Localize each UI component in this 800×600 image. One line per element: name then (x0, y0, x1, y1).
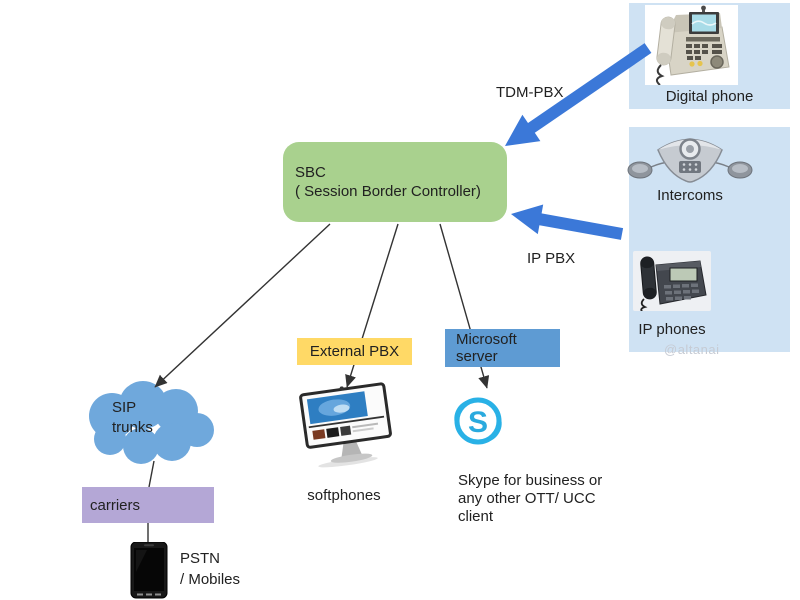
watermark: @altanai (664, 342, 720, 357)
carriers-node: carriers (82, 487, 214, 523)
external-pbx-label: External PBX (309, 343, 400, 360)
pstn-line2: / Mobiles (180, 571, 241, 588)
sip-trunks-line2: trunks (112, 419, 153, 436)
skype-caption-line2: any other OTT/ UCC (458, 490, 596, 507)
ip-pbx-arrow (511, 204, 624, 240)
carriers-label: carriers (90, 496, 141, 514)
pstn-line1: PSTN (180, 550, 221, 567)
skype-icon: S (454, 397, 502, 445)
pstn-label: PSTN / Mobiles (180, 548, 240, 590)
ip-phones-label: IP phones (638, 321, 706, 338)
monitor-icon (299, 382, 392, 468)
tdm-pbx-label: TDM-PBX (496, 84, 564, 101)
external-pbx-node: External PBX (297, 338, 412, 365)
ip-phone-icon (633, 251, 711, 311)
line-cloud-to-carriers (148, 460, 155, 488)
skype-caption-line3: client (458, 508, 494, 525)
microsoft-server-node: Microsoft server (445, 329, 560, 367)
sbc-title: SBC (295, 164, 326, 181)
smartphone-icon (130, 542, 168, 599)
digital-phone-icon (645, 5, 738, 85)
softphones-label: softphones (307, 487, 381, 504)
intercom-icon (627, 138, 753, 183)
skype-caption: Skype for business or any other OTT/ UCC… (458, 472, 602, 526)
microsoft-server-line1: Microsoft (456, 331, 517, 348)
digital-phone-label: Digital phone (665, 88, 754, 105)
skype-caption-line1: Skype for business or (458, 472, 603, 489)
skype-letter: S (468, 406, 488, 439)
sbc-subtitle: ( Session Border Controller) (295, 183, 481, 200)
sbc-node: SBC ( Session Border Controller) (283, 142, 507, 222)
intercoms-label: Intercoms (657, 187, 723, 204)
sip-trunks-line1: SIP (112, 399, 137, 416)
sip-trunks-label: SIP trunks (112, 398, 153, 438)
microsoft-server-line2: server (456, 348, 498, 365)
ip-pbx-label: IP PBX (527, 250, 576, 267)
